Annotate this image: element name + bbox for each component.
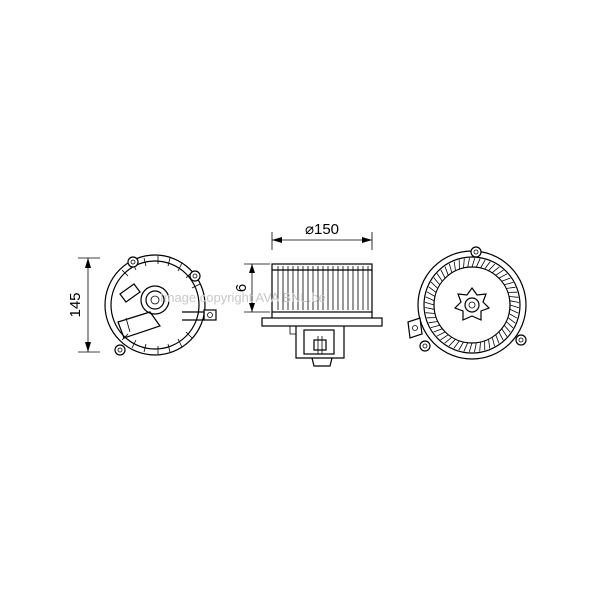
blade-line — [495, 269, 504, 276]
blade-line — [504, 282, 514, 286]
blade-line — [448, 338, 456, 347]
blade-line — [474, 342, 477, 352]
blade-line — [428, 321, 438, 324]
blade-line — [509, 304, 520, 309]
front-view: 145 — [67, 254, 217, 356]
height-dimension-label: 145 — [67, 292, 84, 317]
blade-line — [428, 286, 437, 293]
blade-line — [501, 277, 511, 282]
blade-line — [440, 269, 446, 279]
blade-line — [471, 257, 476, 268]
blade-line — [426, 291, 436, 297]
blade-line — [430, 281, 439, 289]
blade-line — [425, 296, 435, 302]
blade-line — [491, 266, 500, 274]
blade-line — [488, 263, 496, 272]
blade-line — [507, 317, 516, 324]
blade-line — [444, 336, 453, 344]
blade-line — [425, 312, 436, 314]
blade-line — [509, 308, 519, 314]
blade-line — [467, 258, 470, 268]
blade-line — [468, 342, 473, 353]
blade-line — [463, 342, 469, 352]
blade-line — [495, 334, 500, 344]
diameter-dimension: ⌀150 — [271, 221, 373, 250]
blade-line — [491, 337, 495, 347]
housing-fins — [121, 256, 201, 354]
blade-line — [424, 301, 435, 306]
blade-line — [440, 334, 449, 341]
blade-line — [503, 324, 511, 333]
height-dimension: 145 — [67, 257, 100, 353]
blade-line — [453, 340, 460, 349]
side-view: ⌀150 6 — [233, 221, 383, 367]
blade-line — [480, 259, 486, 269]
blade-line — [508, 313, 518, 319]
blade-line — [479, 341, 481, 352]
blade-line — [425, 307, 435, 310]
depth-dimension: 6 — [233, 263, 270, 313]
blade-line — [509, 300, 519, 303]
blade-line — [436, 331, 446, 337]
watermark: Image copyright AVA BNL.be — [160, 290, 326, 305]
blade-line — [463, 258, 465, 269]
rear-view — [407, 246, 527, 360]
blade-line — [505, 321, 514, 329]
blower-blades — [277, 266, 369, 310]
diameter-dimension-label: ⌀150 — [305, 221, 339, 238]
blade-line — [436, 273, 443, 282]
blade-line — [449, 263, 453, 273]
rear-blade-ring — [424, 257, 520, 353]
blade-line — [498, 273, 508, 279]
blade-line — [484, 261, 491, 270]
blade-line — [433, 277, 441, 286]
blade-line — [433, 328, 443, 333]
blade-line — [475, 258, 481, 268]
blade-line — [430, 324, 440, 328]
blade-line — [488, 339, 491, 349]
blade-line — [501, 328, 508, 337]
blade-line — [508, 296, 519, 298]
blade-line — [498, 331, 504, 341]
blade-line — [453, 261, 456, 271]
blade-line — [444, 266, 449, 276]
blade-line — [506, 286, 516, 289]
blade-line — [458, 341, 464, 351]
depth-dimension-label: 6 — [233, 284, 250, 292]
